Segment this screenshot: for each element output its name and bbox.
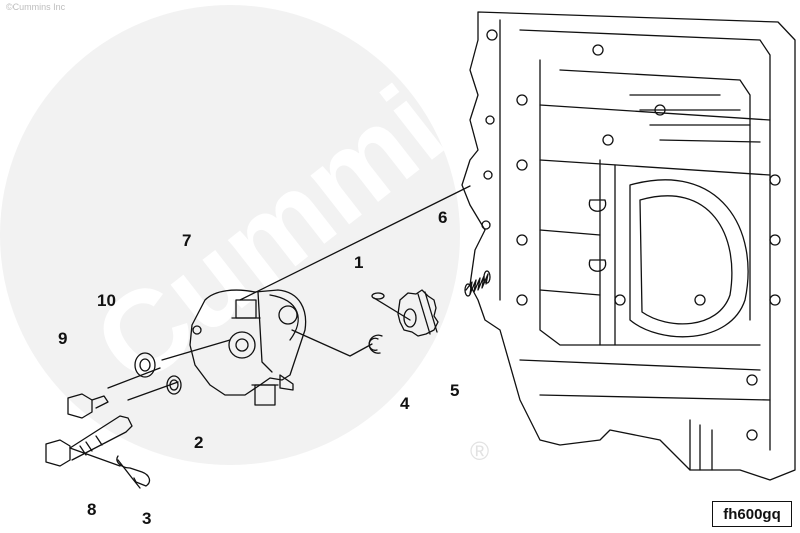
callout-4: 4 — [400, 394, 410, 413]
gear-part-5 — [397, 289, 439, 337]
cotter-pin-part-3 — [116, 455, 151, 489]
callout-1: 1 — [354, 253, 364, 272]
callout-5: 5 — [450, 381, 460, 400]
figure-code-label: fh600gq — [712, 501, 792, 527]
callout-9: 9 — [58, 329, 68, 348]
copyright-notice: ©Cummins Inc — [6, 2, 66, 12]
pump-body — [189, 289, 307, 406]
gear-housing — [461, 11, 796, 481]
retaining-ring-part-4 — [368, 334, 383, 354]
key-part-1 — [371, 292, 385, 300]
capscrew-part-9 — [67, 393, 109, 419]
washer-part-10 — [134, 352, 156, 378]
callout-3: 3 — [142, 509, 152, 528]
callout-10: 10 — [97, 291, 116, 310]
shaft-part-8 — [45, 415, 133, 467]
callout-6: 6 — [438, 208, 448, 227]
callout-7: 7 — [182, 231, 192, 250]
callout-2: 2 — [194, 433, 204, 452]
callout-8: 8 — [87, 500, 97, 519]
o-ring-part-2 — [166, 375, 182, 395]
watermark-registered-mark: ® — [470, 436, 489, 466]
spring-part-6 — [464, 270, 491, 297]
